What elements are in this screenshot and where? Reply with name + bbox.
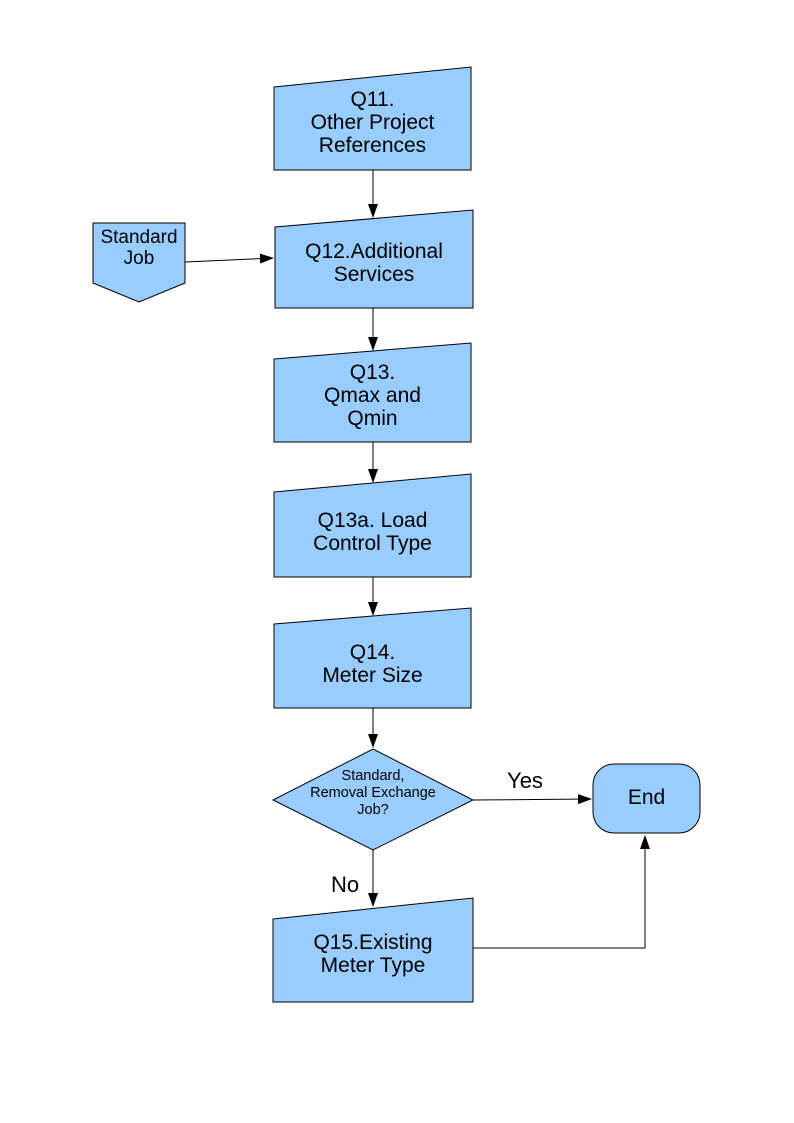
node-q15-label: Q15.Existing Meter Type [313, 931, 433, 977]
node-decision-label: Standard, Removal Exchange Job? [310, 768, 436, 818]
node-q12-shape [274, 209, 474, 309]
node-q15-shape [272, 897, 474, 1003]
node-q11-shape [273, 66, 472, 171]
node-q14-shape [273, 607, 472, 709]
node-end-label: End [627, 786, 666, 809]
node-end-shape [592, 763, 701, 834]
node-decision-shape [271, 748, 475, 851]
edge-no-label: No [330, 872, 360, 897]
node-q13-label: Q13. Qmax and Qmin [324, 361, 421, 430]
edge-q15-to-end [473, 835, 650, 949]
node-standard-job-shape [92, 222, 186, 303]
node-q12-label: Q12.Additional Services [305, 240, 443, 286]
node-q13a-shape [273, 473, 472, 578]
edge-standard-job-to-q12 [184, 253, 274, 264]
node-standard-job-label: Standard Job [100, 227, 178, 269]
edge-yes-label: Yes [507, 768, 543, 793]
node-q14-label: Q14. Meter Size [322, 641, 423, 687]
node-q13-shape [273, 342, 472, 443]
edge-decision-yes-to-end [472, 794, 592, 805]
node-q11-label: Q11. Other Project References [310, 88, 435, 157]
node-q13a-label: Q13a. Load Control Type [313, 509, 432, 555]
